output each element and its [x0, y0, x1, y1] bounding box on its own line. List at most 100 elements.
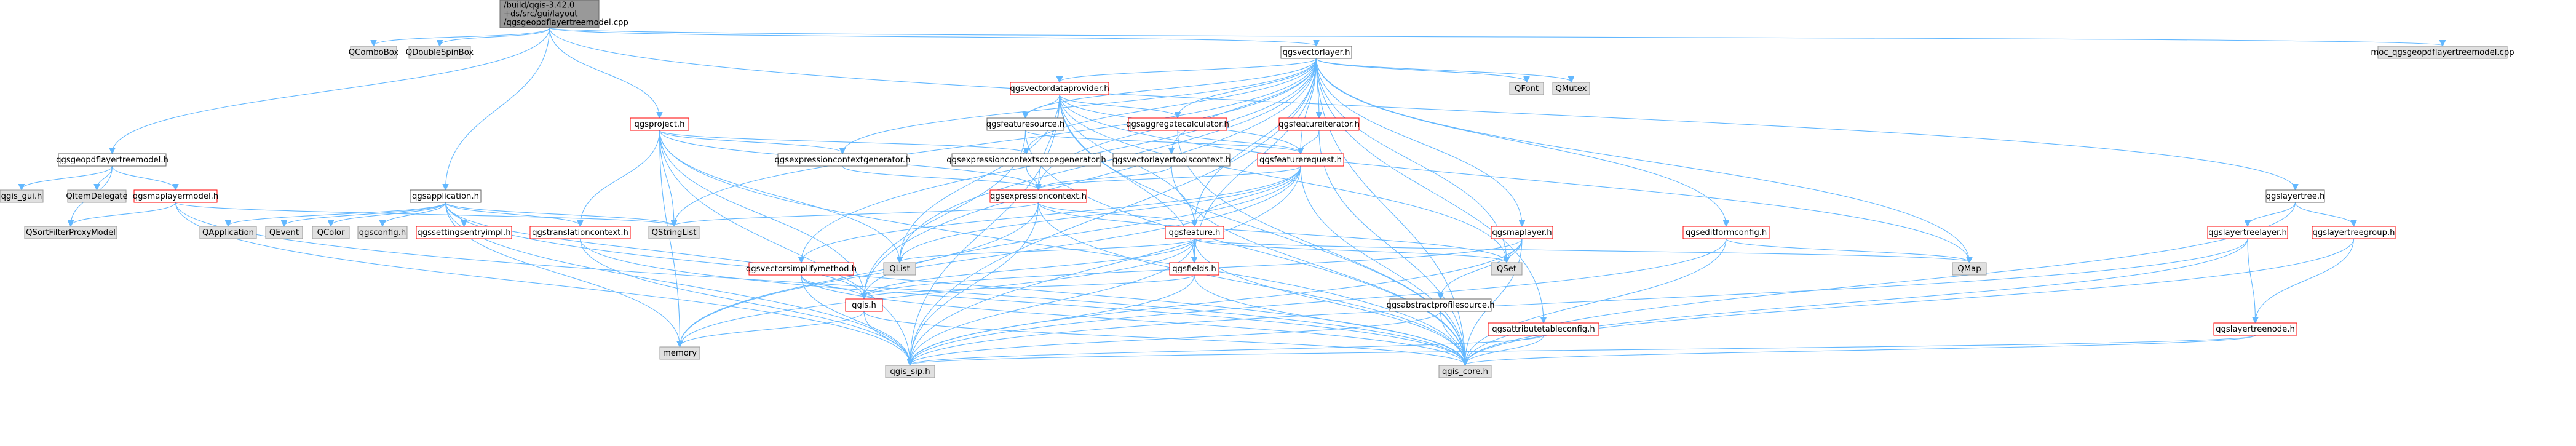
node-qgslayertreenode[interactable]: qgslayertreenode.h — [2213, 322, 2297, 336]
node-label: QColor — [317, 228, 345, 237]
edge-qgsfeature-to-qlist — [900, 238, 1195, 262]
node-qgsexpressioncontextgenerator[interactable]: qgsexpressioncontextgenerator.h — [775, 153, 911, 167]
node-label: qgis_core.h — [1442, 367, 1488, 376]
edge-qgsfeature-to-qset — [1194, 238, 1507, 262]
node-box — [67, 189, 127, 203]
edge-qgsvectorlayer-to-qgis — [864, 58, 1317, 298]
edge-qgsfeature-to-qgis_core — [1194, 238, 1465, 365]
node-label: qgsvectorsimplifymethod.h — [746, 265, 857, 274]
node-box — [58, 153, 167, 167]
node-qgsvectorsimplifymethod[interactable]: qgsvectorsimplifymethod.h — [746, 262, 857, 276]
edge-qgslayertreegroup-to-qgslayertreenode — [2256, 238, 2355, 322]
node-qgseditformconfig[interactable]: qgseditformconfig.h — [1682, 226, 1770, 239]
edge-qgsvectordataprovider-to-qgsaggregatecalculator — [1059, 94, 1178, 117]
node-qgsapplication[interactable]: qgsapplication.h — [410, 189, 482, 203]
node-label: memory — [663, 349, 697, 358]
edge-qgslayertreegroup-to-qgis_core — [1465, 238, 2355, 365]
edge-root-to-qgsgeopdflayertreemodel — [113, 27, 550, 153]
node-box — [1552, 82, 1590, 95]
edge-qgsfields-to-qgis — [864, 274, 1195, 298]
edge-qgsapplication-to-qgis — [445, 202, 865, 298]
node-qgstranslationcontext[interactable]: qgstranslationcontext.h — [529, 226, 631, 239]
node-label: QFont — [1515, 84, 1539, 94]
node-box — [416, 226, 512, 239]
node-qgsvectorlayer[interactable]: qgsvectorlayer.h — [1280, 46, 1352, 59]
edge-qgsvectorlayer-to-qgseditformconfig — [1315, 58, 1727, 226]
edge-qgsfeaturerequest-to-memory — [680, 165, 1301, 346]
node-label: qgis_sip.h — [890, 367, 930, 376]
node-qgsproject[interactable]: qgsproject.h — [630, 117, 689, 131]
node-qgsaggregatecalculator[interactable]: qgsaggregatecalculator.h — [1126, 117, 1229, 131]
node-qgsfeature[interactable]: qgsfeature.h — [1165, 226, 1224, 239]
node-box — [1952, 262, 1987, 276]
node-label: QApplication — [202, 228, 254, 237]
node-qgssettingsentryimpl[interactable]: qgssettingsentryimpl.h — [416, 226, 512, 239]
edge-qgsapplication-to-qgsconfig — [382, 202, 446, 226]
node-qsortfilterproxymodel: QSortFilterProxyModel — [24, 226, 117, 239]
node-qgsfeaturesource[interactable]: qgsfeaturesource.h — [986, 117, 1065, 131]
node-label: QDoubleSpinBox — [406, 48, 474, 57]
node-box — [1278, 117, 1360, 131]
node-box — [410, 189, 482, 203]
node-box — [312, 226, 350, 239]
node-label: qgsexpressioncontextscopegenerator.h — [946, 156, 1106, 165]
node-label: qgslayertreenode.h — [2216, 325, 2295, 334]
node-qgsexpressioncontext[interactable]: qgsexpressioncontext.h — [989, 189, 1087, 203]
node-box — [951, 153, 1101, 167]
node-box — [0, 189, 44, 203]
edge-qgsexpressioncontext-to-qgis_sip — [910, 202, 1039, 365]
edge-qgsmaplayermodel-to-qgis_core — [175, 202, 1465, 365]
edge-qgsvectorlayer-to-qfont — [1315, 58, 1527, 82]
edge-qgsfeature-to-qgis — [864, 238, 1195, 298]
node-label: moc_qgsgeopdflayertreemodel.cpp — [2371, 48, 2514, 57]
node-label: qgsvectorlayer.h — [1283, 48, 1350, 57]
edge-qgsfeaturerequest-to-qgis — [864, 165, 1301, 298]
node-qgsvectordataprovider[interactable]: qgsvectordataprovider.h — [1010, 82, 1109, 95]
node-qapplication: QApplication — [199, 226, 257, 239]
node-root: /build/qgis-3.42.0+ds/src/gui/layout/qgs… — [499, 0, 628, 28]
node-label: qgsmaplayermodel.h — [133, 192, 218, 201]
node-qgsfeatureiterator[interactable]: qgsfeatureiterator.h — [1278, 117, 1360, 131]
node-box — [1438, 365, 1492, 378]
node-qgsattributetableconfig[interactable]: qgsattributetableconfig.h — [1488, 322, 1599, 336]
node-box — [648, 226, 700, 239]
node-qstringlist: QStringList — [648, 226, 700, 239]
node-qgslayertreegroup[interactable]: qgslayertreegroup.h — [2312, 226, 2396, 239]
edge-qgsvectorlayer-to-qgis_core — [1315, 58, 1465, 365]
edge-qgsvectorlayer-to-qgis_sip — [910, 58, 1317, 365]
node-qgslayertreelayer[interactable]: qgslayertreelayer.h — [2207, 226, 2288, 239]
node-qgsfields[interactable]: qgsfields.h — [1169, 262, 1219, 276]
node-label: QMap — [1957, 265, 1981, 274]
edge-qgslayertree-to-qgis_core — [1465, 202, 2296, 365]
node-qset: QSet — [1491, 262, 1523, 276]
node-qgsgeopdflayertreemodel[interactable]: qgsgeopdflayertreemodel.h — [56, 153, 168, 167]
node-box — [1165, 226, 1224, 239]
node-qgsvectorlayertoolscontext[interactable]: qgsvectorlayertoolscontext.h — [1112, 153, 1231, 167]
node-label: qgsexpressioncontext.h — [990, 192, 1087, 201]
node-qgis_sip: qgis_sip.h — [885, 365, 935, 378]
edge-qgsexpressioncontext-to-qset — [1037, 202, 1507, 262]
node-label: qgsfeaturerequest.h — [1259, 156, 1342, 165]
edge-qgsmaplayermodel-to-qsortfilterproxymodel — [71, 202, 176, 226]
edge-qgsgeopdflayertreemodel-to-qgis_gui — [22, 165, 113, 189]
edge-qgsvectorlayer-to-qgsvectorlayertoolscontext — [1171, 58, 1317, 153]
node-label: qgsexpressioncontextgenerator.h — [775, 156, 911, 165]
node-qcolor: QColor — [312, 226, 350, 239]
node-qgsabstractprofilesource[interactable]: qgsabstractprofilesource.h — [1386, 298, 1495, 312]
node-qgis[interactable]: qgis.h — [845, 298, 883, 312]
edge-qgsvectorlayer-to-qset — [1315, 58, 1507, 262]
node-qgsfeaturerequest[interactable]: qgsfeaturerequest.h — [1257, 153, 1344, 167]
edge-qgsvectorsimplifymethod-to-qgis_sip — [801, 274, 910, 365]
edge-qgsvectorlayer-to-qgsexpressioncontextgenerator — [842, 58, 1317, 153]
node-qgsmaplayer[interactable]: qgsmaplayer.h — [1491, 226, 1553, 239]
node-box — [199, 226, 257, 239]
node-label: /build/qgis-3.42.0 — [504, 1, 574, 10]
node-box — [133, 189, 218, 203]
node-qgsexpressioncontextscopegenerator[interactable]: qgsexpressioncontextscopegenerator.h — [946, 153, 1106, 167]
node-qgslayertree[interactable]: qgslayertree.h — [2265, 189, 2325, 203]
node-qgsmaplayermodel[interactable]: qgsmaplayermodel.h — [133, 189, 218, 203]
node-label: qgsfeaturesource.h — [986, 120, 1065, 129]
edge-qgis-to-memory — [680, 311, 865, 346]
node-box — [659, 346, 700, 360]
edge-qgsfields-to-qgis_sip — [910, 274, 1195, 365]
